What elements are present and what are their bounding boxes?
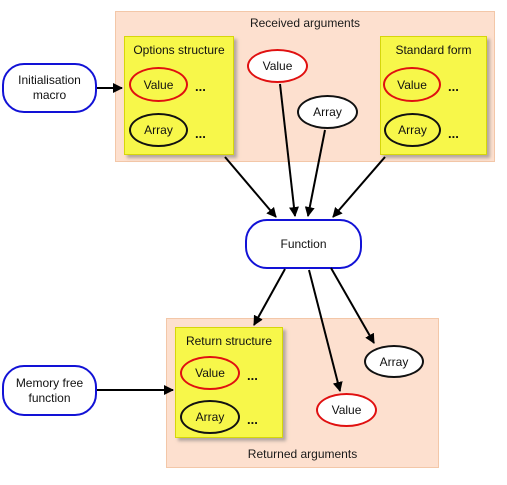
function-node: Function [245,219,362,269]
initialisation-macro-label: Initialisation macro [18,73,81,102]
return-structure-title: Return structure [185,334,273,348]
function-label: Function [280,236,327,251]
standard-form-title: Standard form [395,43,472,57]
arrow-options-to-function [224,156,277,218]
options-value-oval: Value [129,67,188,102]
arrow-function-to-array [330,267,375,344]
returned-arguments-title: Returned arguments [247,447,358,461]
standard-value-label: Value [397,77,427,92]
standard-array-oval: Array [384,113,441,147]
returned-array-label: Array [379,354,409,369]
standard-array-label: Array [398,123,427,137]
options-value-ellipsis: ... [195,79,206,94]
initialisation-macro-node: Initialisation macro [2,63,97,113]
return-array-ellipsis: ... [247,412,258,427]
return-value-ellipsis: ... [247,368,258,383]
memory-free-function-label: Memory free function [15,375,84,405]
arrow-array-to-function [304,129,326,217]
return-value-label: Value [195,366,225,380]
options-structure-title: Options structure [133,43,225,57]
returned-value-oval: Value [316,393,377,427]
options-array-ellipsis: ... [195,126,206,141]
received-array-oval: Array [297,95,358,129]
return-array-label: Array [195,410,225,424]
arrow-function-to-value [308,269,343,392]
return-array-oval: Array [180,400,240,434]
standard-value-ellipsis: ... [448,79,459,94]
arrow-value-to-function [279,83,299,217]
return-value-oval: Value [180,356,240,390]
memory-free-function-node: Memory free function [2,365,97,416]
returned-value-label: Value [331,403,362,417]
standard-array-ellipsis: ... [448,126,459,141]
options-array-label: Array [144,123,173,137]
received-array-label: Array [313,105,342,119]
arrow-standard-to-function [332,156,386,218]
options-value-label: Value [143,77,174,92]
arrow-function-to-return [253,268,286,326]
options-array-oval: Array [129,113,188,147]
returned-array-oval: Array [364,345,424,378]
received-arguments-title: Received arguments [249,16,361,30]
received-value-label: Value [262,59,293,73]
standard-value-oval: Value [383,67,441,102]
received-value-oval: Value [247,49,308,83]
